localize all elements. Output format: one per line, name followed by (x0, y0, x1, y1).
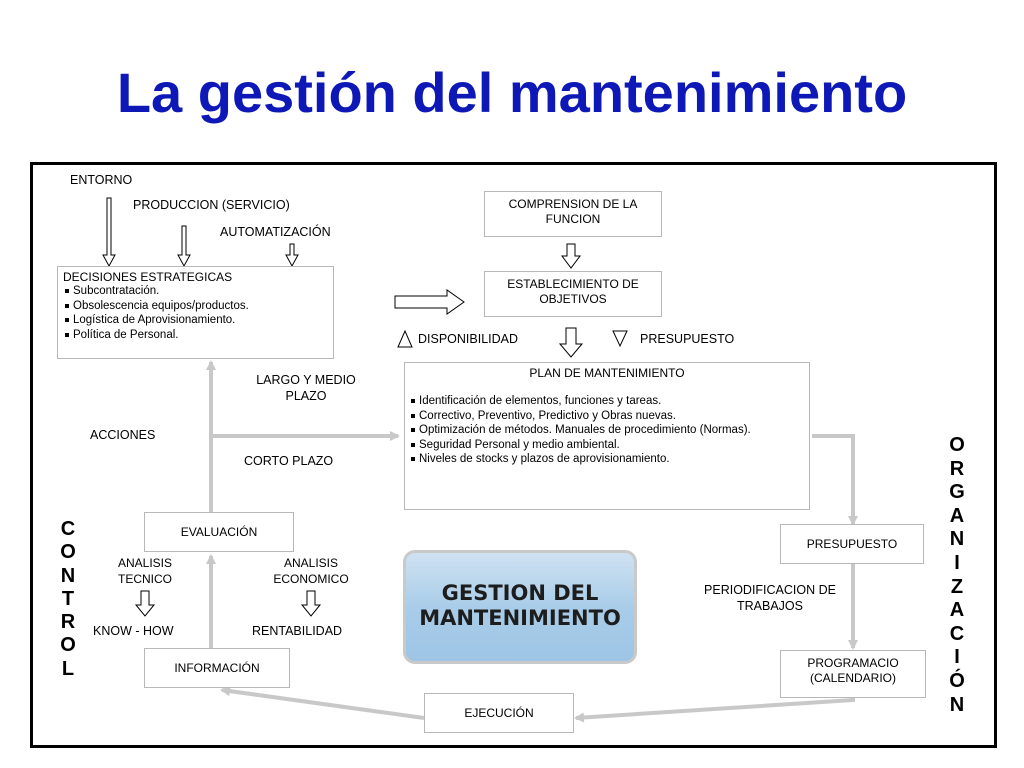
informacion-label: INFORMACIÓN (174, 661, 260, 675)
programacion-label: PROGRAMACIO (CALENDARIO) (807, 656, 899, 685)
presupuesto-box-label: PRESUPUESTO (806, 537, 898, 551)
down-arrow-icon (561, 243, 581, 269)
list-item: Optimización de métodos. Manuales de pro… (411, 423, 803, 438)
control-vertical-label: C O N T R O L (60, 518, 76, 680)
down-arrow-icon (177, 225, 191, 268)
down-arrow-icon (285, 243, 299, 268)
list-item: Logística de Aprovisionamiento. (65, 313, 328, 328)
decisiones-title: DECISIONES ESTRATEGICAS (63, 270, 233, 284)
entorno-label: ENTORNO (70, 173, 133, 187)
rentabilidad-label: RENTABILIDAD (252, 624, 343, 638)
know-how-label: KNOW - HOW (93, 624, 174, 638)
organizacion-vertical-label: O R G A N I Z A C I Ó N (949, 434, 965, 716)
down-arrow-icon (134, 590, 156, 617)
gestion-label: GESTION DEL MANTENIMIENTO (419, 581, 621, 630)
programacion-box: PROGRAMACIO (CALENDARIO) (780, 650, 926, 698)
triangle-up-icon (397, 329, 413, 348)
decisiones-box: DECISIONES ESTRATEGICAS Subcontratación.… (57, 266, 334, 359)
presupuesto-box: PRESUPUESTO (780, 524, 924, 564)
periodificacion-label: PERIODIFICACION DE TRABAJOS (704, 583, 836, 613)
plan-list: Identificación de elementos, funciones y… (411, 394, 803, 467)
analisis-tecnico-label: ANALISIS TECNICO (117, 556, 173, 586)
decisiones-list: Subcontratación. Obsolescencia equipos/p… (63, 284, 328, 342)
list-item: Correctivo, Preventivo, Predictivo y Obr… (411, 409, 803, 424)
list-item: Niveles de stocks y plazos de aprovision… (411, 452, 803, 467)
analisis-economico-label: ANALISIS ECONOMICO (273, 556, 349, 586)
informacion-box: INFORMACIÓN (144, 648, 290, 688)
list-item: Seguridad Personal y medio ambiental. (411, 438, 803, 453)
evaluacion-label: EVALUACIÓN (180, 525, 258, 539)
list-item: Obsolescencia equipos/productos. (65, 299, 328, 314)
list-item: Subcontratación. (65, 284, 328, 299)
down-arrow-icon (300, 590, 322, 617)
right-arrow-icon (394, 289, 465, 315)
presupuesto-label: PRESUPUESTO (640, 332, 735, 346)
comprension-label: COMPRENSION DE LA FUNCION (508, 197, 638, 226)
comprension-box: COMPRENSION DE LA FUNCION (484, 191, 662, 237)
disponibilidad-label: DISPONIBILIDAD (418, 332, 519, 346)
acciones-label: ACCIONES (90, 428, 156, 442)
ejecucion-box: EJECUCIÓN (424, 693, 574, 733)
triangle-down-icon (612, 330, 628, 348)
down-arrow-icon (102, 197, 116, 268)
establecimiento-label: ESTABLECIMIENTO DE OBJETIVOS (507, 277, 639, 306)
plan-title: PLAN DE MANTENIMIENTO (529, 366, 685, 380)
ejecucion-to-informacion-line (220, 686, 425, 720)
list-item: Identificación de elementos, funciones y… (411, 394, 803, 409)
gestion-del-mantenimiento-badge: GESTION DEL MANTENIMIENTO (403, 550, 637, 664)
down-arrow-icon (558, 327, 584, 358)
largo-plazo-label: LARGO Y MEDIO PLAZO (256, 373, 356, 403)
corto-plazo-label: CORTO PLAZO (244, 454, 334, 468)
produccion-label: PRODUCCION (SERVICIO) (133, 198, 290, 212)
page-title: La gestión del mantenimiento (116, 61, 908, 124)
ejecucion-label: EJECUCIÓN (464, 706, 534, 720)
plan-to-presupuesto-line (812, 434, 858, 526)
list-item: Política de Personal. (65, 328, 328, 343)
establecimiento-box: ESTABLECIMIENTO DE OBJETIVOS (484, 271, 662, 317)
plan-box: PLAN DE MANTENIMIENTO Identificación de … (404, 362, 810, 510)
automatizacion-label: AUTOMATIZACIÓN (220, 225, 331, 239)
evaluacion-box: EVALUACIÓN (144, 512, 294, 552)
